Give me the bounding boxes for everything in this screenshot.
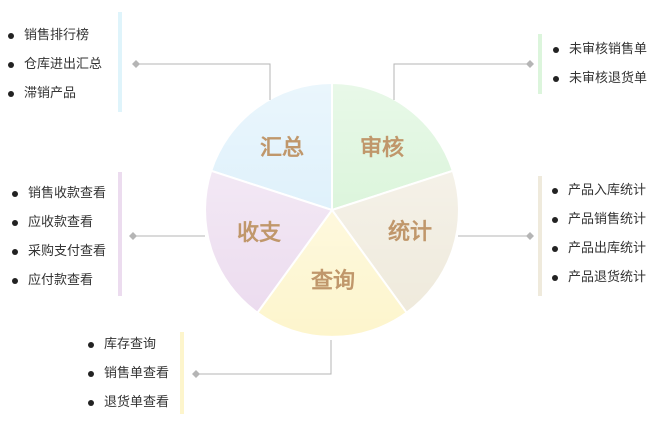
stats-accent-bar bbox=[538, 176, 542, 296]
summary-item[interactable]: 滞销产品 bbox=[8, 87, 102, 101]
query-item[interactable]: 销售单查看 bbox=[88, 367, 169, 381]
segment-sheen-stats bbox=[332, 170, 459, 313]
finance-item[interactable]: 销售收款查看 bbox=[12, 187, 106, 201]
connector-dot-stats bbox=[526, 232, 534, 240]
connector-review bbox=[393, 63, 530, 100]
query-item[interactable]: 库存查询 bbox=[88, 338, 169, 352]
wheel bbox=[204, 81, 460, 338]
connector-query bbox=[196, 340, 332, 375]
review-item-list: 未审核销售单 未审核退货单 bbox=[553, 43, 647, 86]
stats-item[interactable]: 产品出库统计 bbox=[552, 242, 646, 256]
summary-item[interactable]: 销售排行榜 bbox=[8, 29, 102, 43]
connector-dot-review bbox=[526, 60, 534, 68]
finance-item-list: 销售收款查看 应收款查看 采购支付查看 应付款查看 bbox=[12, 187, 106, 288]
segment-label-stats[interactable]: 统计 bbox=[388, 219, 432, 245]
connector-dot-query bbox=[192, 370, 200, 378]
query-accent-bar bbox=[180, 332, 184, 414]
review-item[interactable]: 未审核销售单 bbox=[553, 43, 647, 57]
finance-item[interactable]: 应付款查看 bbox=[12, 274, 106, 288]
stats-item[interactable]: 产品退货统计 bbox=[552, 271, 646, 285]
stats-item[interactable]: 产品入库统计 bbox=[552, 184, 646, 198]
connector-dot-finance bbox=[129, 232, 137, 240]
query-item[interactable]: 退货单查看 bbox=[88, 396, 169, 410]
connector-dot-summary bbox=[132, 60, 140, 68]
finance-item[interactable]: 采购支付查看 bbox=[12, 245, 106, 259]
segment-sheen-summary bbox=[211, 83, 332, 210]
connector-dots bbox=[129, 60, 534, 378]
finance-item[interactable]: 应收款查看 bbox=[12, 216, 106, 230]
review-accent-bar bbox=[538, 34, 542, 94]
summary-item-list: 销售排行榜 仓库进出汇总 滞销产品 bbox=[8, 29, 102, 101]
segment-label-review[interactable]: 审核 bbox=[360, 135, 404, 161]
connectors bbox=[133, 63, 530, 375]
segment-sheen-query bbox=[257, 210, 407, 337]
segment-label-finance[interactable]: 收支 bbox=[237, 220, 282, 246]
finance-accent-bar bbox=[118, 172, 122, 296]
connector-summary bbox=[136, 63, 271, 100]
stats-item[interactable]: 产品销售统计 bbox=[552, 213, 646, 227]
segment-label-summary[interactable]: 汇总 bbox=[260, 135, 304, 161]
segment-sheen-finance bbox=[205, 170, 332, 313]
query-item-list: 库存查询 销售单查看 退货单查看 bbox=[88, 338, 169, 410]
summary-accent-bar bbox=[118, 12, 122, 112]
segment-label-query[interactable]: 查询 bbox=[311, 268, 355, 294]
summary-item[interactable]: 仓库进出汇总 bbox=[8, 58, 102, 72]
review-item[interactable]: 未审核退货单 bbox=[553, 72, 647, 86]
segment-sheen-review bbox=[332, 83, 453, 210]
stats-item-list: 产品入库统计 产品销售统计 产品出库统计 产品退货统计 bbox=[552, 184, 646, 285]
